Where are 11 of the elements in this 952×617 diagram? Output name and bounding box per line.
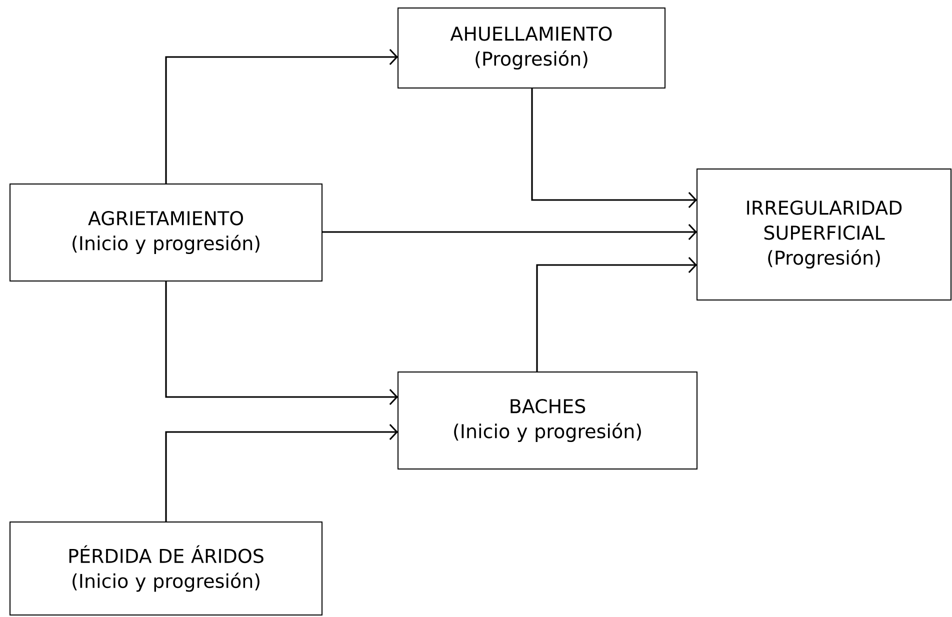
process-box: BACHES (Inicio y progresión)	[398, 372, 698, 470]
process-box: PÉRDIDA DE ÁRIDOS (Inicio y progresión)	[10, 522, 322, 616]
arrow	[536, 256, 697, 372]
arrow	[531, 88, 697, 208]
process-box: AHUELLAMIENTO (Progresión)	[398, 8, 666, 88]
arrow	[165, 48, 398, 184]
process-box: AGRIETAMIENTO (Inicio y progresión)	[10, 184, 322, 282]
arrow	[165, 424, 398, 522]
arrow	[322, 224, 697, 240]
process-box: IRREGULARIDAD SUPERFICIAL (Progresión)	[696, 168, 952, 300]
arrow	[165, 281, 398, 406]
